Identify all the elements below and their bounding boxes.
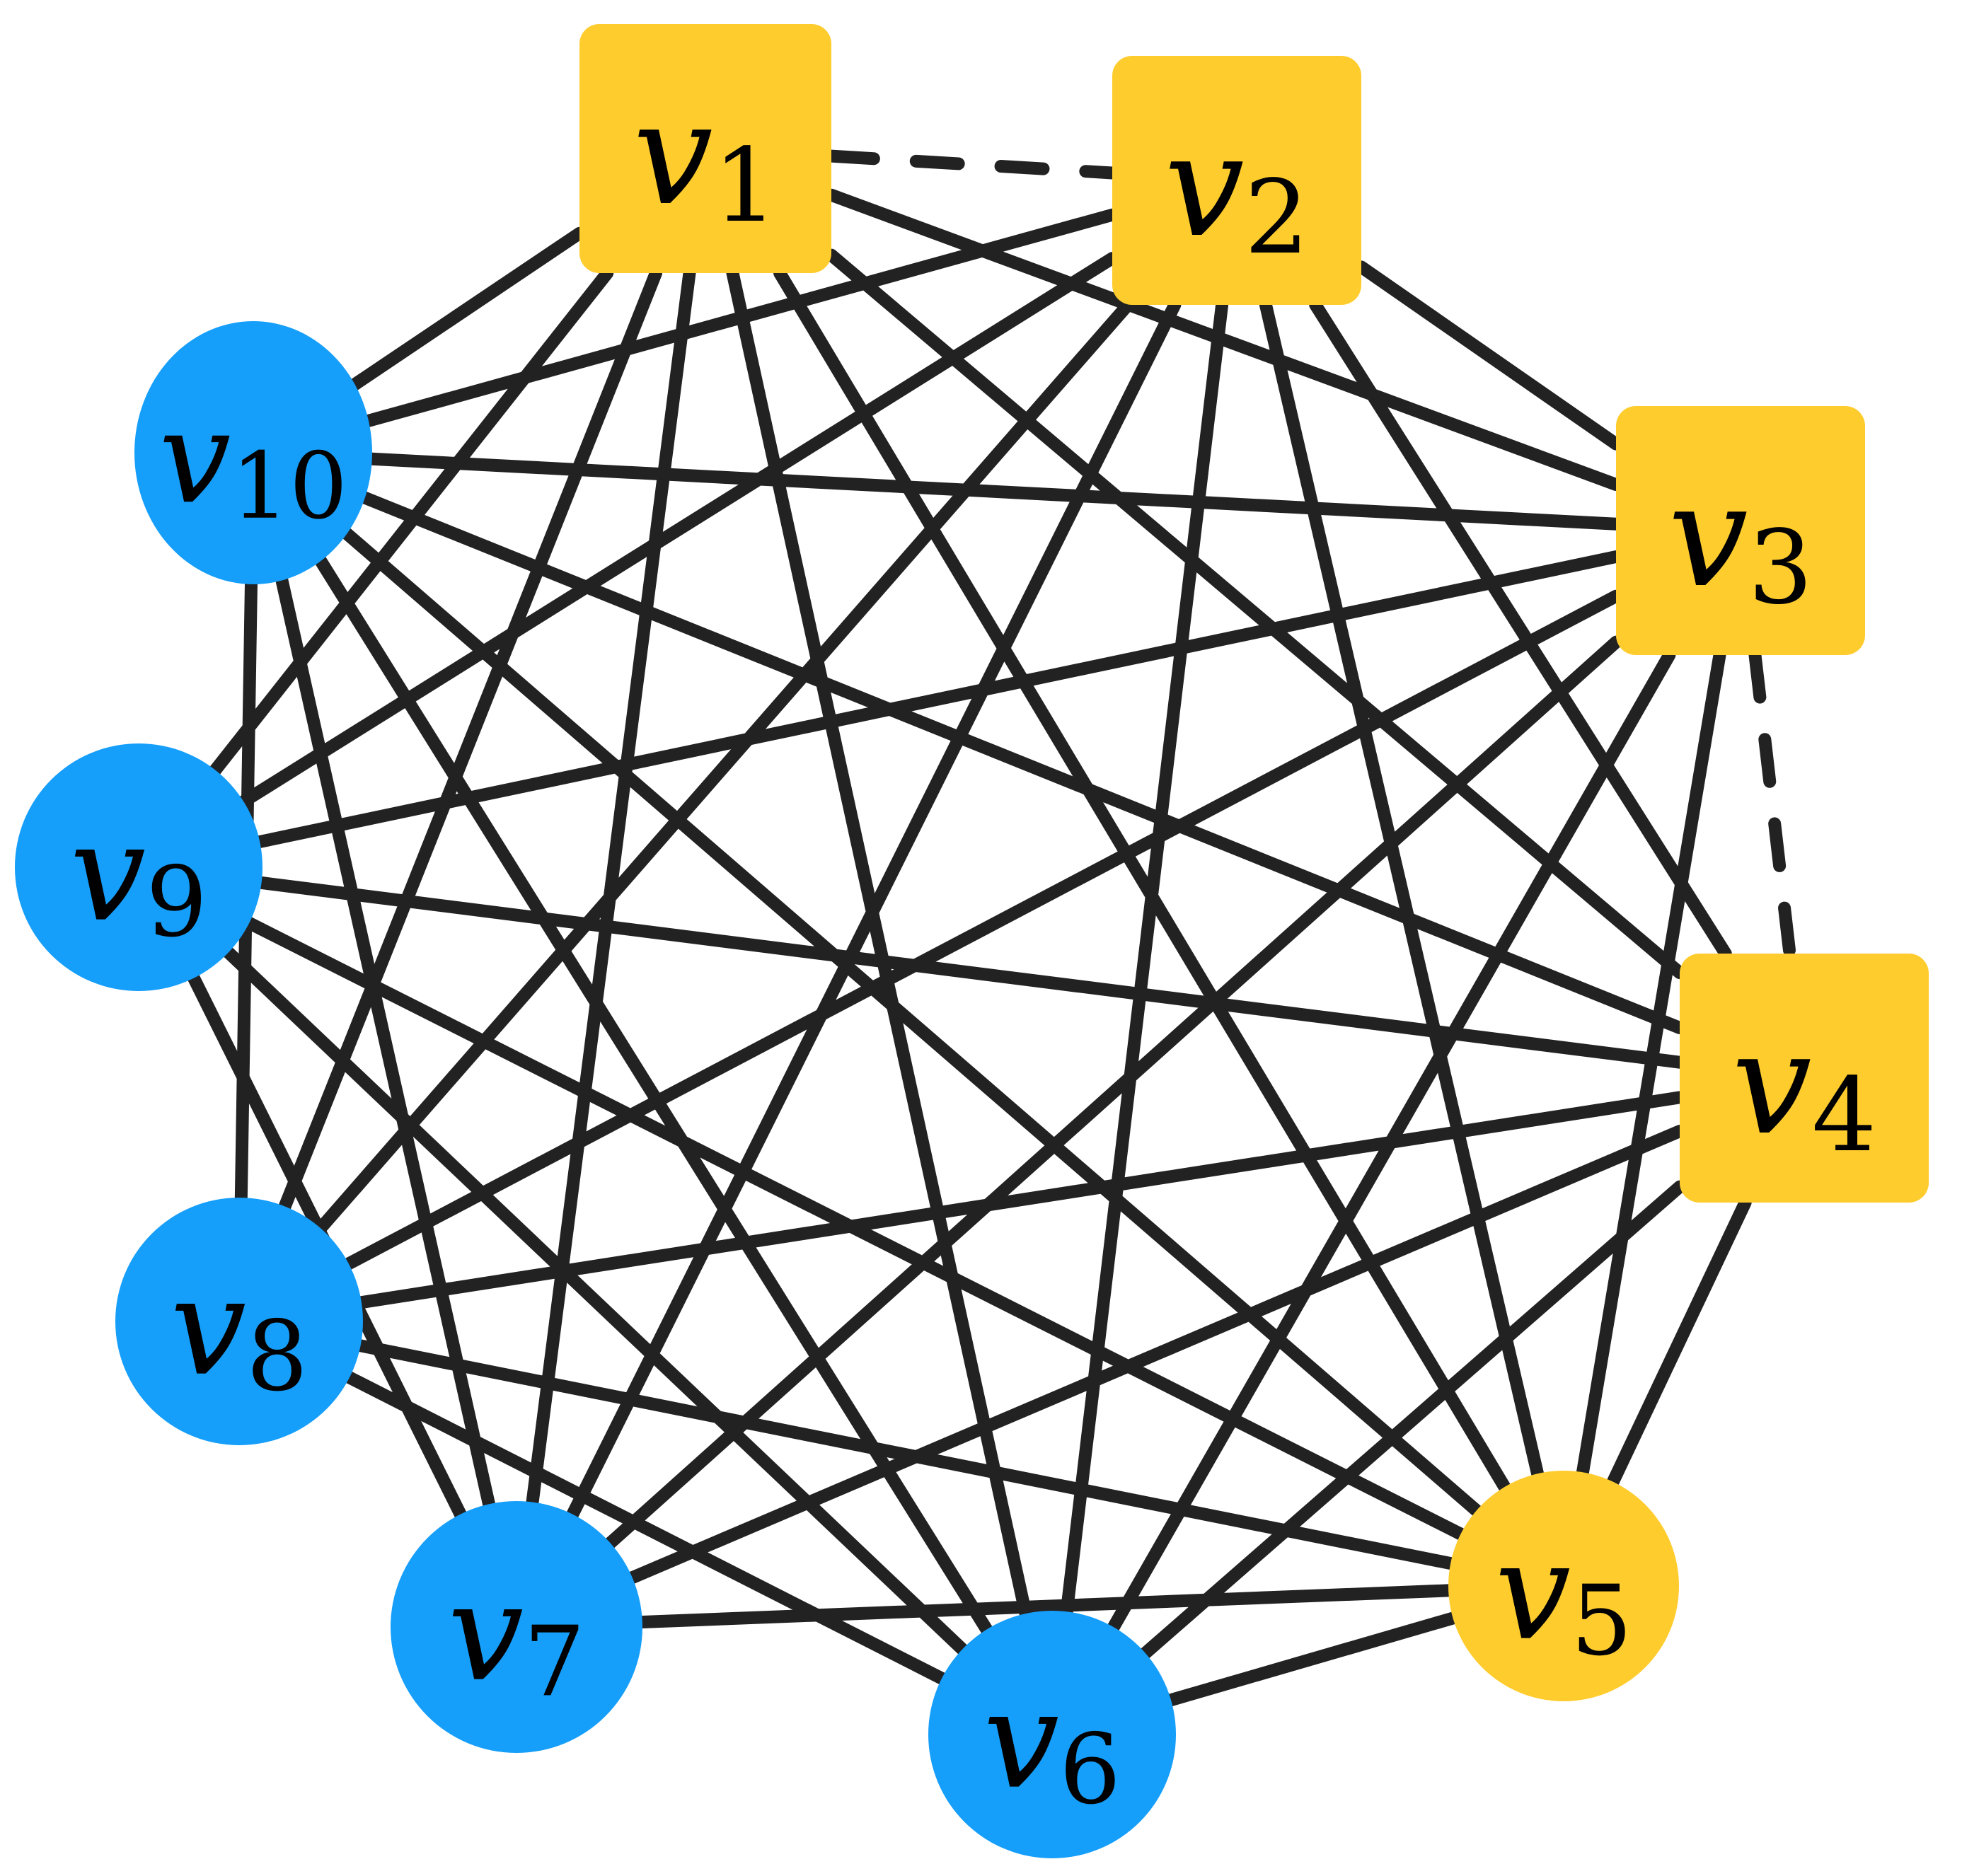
graph-edge[interactable]	[773, 267, 1511, 1494]
graph-edge[interactable]	[221, 946, 969, 1656]
graph-edge[interactable]	[314, 299, 1135, 1235]
graph-node-v7[interactable]: v7	[391, 1501, 642, 1753]
graph-node-v2[interactable]: v2	[1112, 56, 1361, 305]
graph-edge[interactable]	[243, 916, 1467, 1541]
graph-edge[interactable]	[1138, 1180, 1686, 1660]
graph-edge[interactable]	[365, 452, 1622, 531]
graph-node-v10[interactable]: v10	[134, 321, 372, 584]
graph-edge[interactable]	[237, 252, 1119, 809]
graph-edge[interactable]	[1259, 299, 1545, 1481]
graph-edge[interactable]	[1355, 260, 1622, 451]
graph-node-v8[interactable]: v8	[115, 1198, 363, 1445]
graph-edge[interactable]	[1060, 299, 1229, 1619]
graph-edge[interactable]	[604, 635, 1622, 1550]
graph-edge[interactable]	[253, 550, 1622, 848]
graph-edge[interactable]	[1748, 649, 1796, 960]
graph-edge[interactable]	[278, 267, 663, 1213]
node-shape-circle[interactable]	[928, 1611, 1176, 1858]
graph-node-v6[interactable]: v6	[928, 1611, 1176, 1858]
graph-node-v5[interactable]: v5	[1448, 1471, 1679, 1701]
graph-edge[interactable]	[1309, 299, 1732, 960]
graph-edge[interactable]	[566, 299, 1182, 1521]
node-shape-square[interactable]	[579, 24, 831, 273]
graph-edge[interactable]	[340, 527, 1483, 1517]
graph-edge[interactable]	[362, 208, 1119, 427]
node-shape-square[interactable]	[1616, 406, 1865, 655]
graph-edge[interactable]	[354, 1339, 1458, 1570]
graph-edge[interactable]	[342, 589, 1622, 1270]
node-shape-ellipse[interactable]	[134, 321, 372, 584]
graph-edge[interactable]	[825, 248, 1686, 980]
graph-edge[interactable]	[825, 149, 1119, 180]
node-shape-circle[interactable]	[1448, 1471, 1679, 1701]
edge-layer	[187, 149, 1796, 1707]
graph-node-v1[interactable]: v1	[579, 24, 831, 273]
graph-node-v4[interactable]: v4	[1680, 954, 1929, 1203]
node-shape-circle[interactable]	[115, 1198, 363, 1445]
graph-node-v9[interactable]: v9	[15, 743, 262, 991]
graph-edge[interactable]	[726, 267, 1032, 1621]
graph-edge[interactable]	[1165, 1611, 1460, 1707]
node-shape-square[interactable]	[1112, 56, 1361, 305]
node-shape-square[interactable]	[1680, 954, 1929, 1203]
node-shape-circle[interactable]	[391, 1501, 642, 1753]
graph-edge[interactable]	[275, 574, 496, 1511]
graph-node-v3[interactable]: v3	[1616, 406, 1865, 655]
graph-edge[interactable]	[348, 226, 586, 391]
graph-edge[interactable]	[255, 876, 1686, 1069]
graph-edge[interactable]	[354, 1091, 1686, 1309]
graph-edge[interactable]	[1606, 1196, 1752, 1488]
graph-edge[interactable]	[343, 1371, 948, 1685]
graph-edge[interactable]	[358, 491, 1686, 1035]
graph-edge[interactable]	[314, 555, 993, 1636]
node-shape-circle[interactable]	[15, 743, 262, 991]
graph-edge[interactable]	[635, 1584, 1455, 1629]
